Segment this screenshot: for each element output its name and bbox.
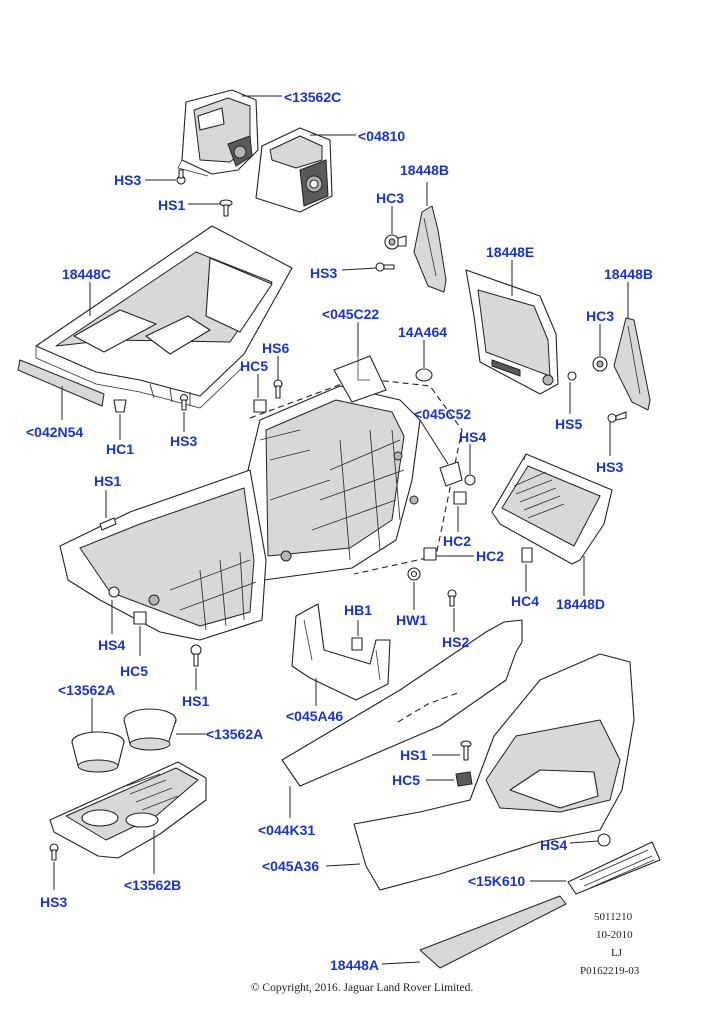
clip-hc5-upper: [253, 399, 267, 413]
screw-hs3-panel: [179, 393, 189, 411]
screw-hs1-lower-right: [460, 740, 472, 761]
clip-hc2-lower: [423, 547, 437, 561]
clip-hc5-lower-right: [455, 771, 473, 787]
callout-13562A-right: <13562A: [206, 726, 264, 742]
callout-hs1-lower-right: HS1: [400, 747, 428, 763]
screw-hs6: [273, 379, 283, 399]
callout-15K610: <15K610: [468, 873, 526, 889]
callout-hc4: HC4: [511, 593, 540, 609]
screw-hs3-lower-left: [49, 843, 59, 861]
callout-hs1: HS1: [158, 197, 186, 213]
reference-number: 5011210: [594, 911, 633, 923]
reference-date: 10-2010: [596, 929, 633, 941]
part-13562A-left: [71, 731, 125, 773]
screw-hs4-left: [108, 586, 120, 598]
screw-hs3-right: [607, 411, 627, 423]
part-18448B-upper: [413, 205, 447, 293]
screw-hs1-top: [219, 199, 233, 217]
callout-18448B: 18448B: [400, 162, 450, 178]
callout-18448C: 18448C: [62, 266, 112, 282]
callout-hc5: HC5: [240, 358, 269, 374]
callout-hs2: HS2: [442, 634, 470, 650]
clip-hc2-upper: [453, 491, 467, 505]
washer-hw1: [407, 567, 421, 581]
callout-18448D: 18448D: [556, 596, 606, 612]
callout-18448B-right: 18448B: [604, 266, 654, 282]
clip-hc4: [521, 547, 533, 563]
callout-hs6: HS6: [262, 340, 290, 356]
callout-hs3-panel: HS3: [170, 433, 198, 449]
callout-13562C: <13562C: [284, 89, 342, 105]
callout-hs4-left: HS4: [98, 637, 126, 653]
callout-hc5-left: HC5: [120, 663, 149, 679]
callout-hc5-lower-right: HC5: [392, 772, 421, 788]
callout-045A36: <045A36: [262, 858, 320, 874]
screw-hs3-top: [176, 169, 186, 185]
screw-hs3-upper-right: [375, 262, 395, 272]
callout-hc1: HC1: [106, 441, 135, 457]
reference-model: LJ: [611, 947, 622, 959]
part-18448A: [419, 895, 567, 969]
screw-hs4-right: [464, 474, 476, 486]
part-044K31: [281, 619, 523, 787]
part-045A46: [291, 603, 391, 701]
clip-hc3-right: [592, 356, 608, 372]
part-04810: [255, 127, 333, 213]
callout-045C52: <045C52: [414, 406, 472, 422]
screw-hs1-left: [99, 517, 117, 531]
callout-hs1-left: HS1: [94, 473, 122, 489]
part-13562C: [177, 89, 259, 177]
part-13562A-right: [123, 708, 177, 751]
callout-04810: <04810: [358, 128, 406, 144]
callout-hb1: HB1: [344, 602, 373, 618]
callout-hs1-lower: HS1: [182, 693, 210, 709]
callout-hs5: HS5: [555, 416, 583, 432]
callout-hw1: HW1: [396, 612, 428, 628]
callout-hs3: HS3: [114, 172, 142, 188]
callout-045A46: <045A46: [286, 708, 344, 724]
callout-hs4: HS4: [459, 429, 487, 445]
callout-044K31: <044K31: [258, 822, 316, 838]
part-13562B: [49, 761, 207, 859]
screw-hs2: [447, 589, 457, 607]
callout-hc3-right: HC3: [586, 308, 615, 324]
part-18448D: [491, 453, 613, 565]
main-console-frame: [59, 355, 463, 641]
callout-13562B: <13562B: [124, 877, 182, 893]
part-18448C: [35, 225, 293, 409]
bolt-hb1: [351, 637, 363, 651]
callout-hs3: HS3: [310, 265, 338, 281]
reference-illustration-id: P0162219-03: [580, 965, 640, 977]
callout-045C22: <045C22: [322, 306, 380, 322]
callout-hc2-lower: HC2: [476, 548, 505, 564]
part-18448B-right: [613, 317, 651, 411]
clip-hc1: [113, 399, 127, 413]
clip-hc5-left: [133, 611, 147, 625]
screw-hs1-lower: [190, 644, 202, 667]
callout-18448E: 18448E: [486, 244, 535, 260]
callout-13562A: <13562A: [58, 682, 116, 698]
callout-hs3-lower-left: HS3: [40, 894, 68, 910]
part-14A464: [415, 368, 433, 382]
clip-hc3-upper: [384, 234, 407, 250]
part-15K610: [567, 841, 661, 895]
callout-hc3: HC3: [376, 190, 405, 206]
part-18448E: [465, 269, 559, 395]
part-045C52: [439, 461, 463, 487]
callout-hs4-lower-right: HS4: [540, 837, 568, 853]
callout-18448A: 18448A: [330, 957, 380, 973]
copyright-notice: © Copyright, 2016. Jaguar Land Rover Lim…: [250, 982, 474, 994]
part-042N54: [17, 359, 105, 407]
callout-hs3-right: HS3: [596, 459, 624, 475]
screw-hs4-lower-right: [597, 833, 611, 847]
screw-hs5: [567, 371, 577, 381]
callout-042N54: <042N54: [26, 424, 84, 440]
callout-14A464: 14A464: [398, 324, 448, 340]
callout-hc2: HC2: [443, 533, 472, 549]
part-045A36: [353, 653, 635, 891]
